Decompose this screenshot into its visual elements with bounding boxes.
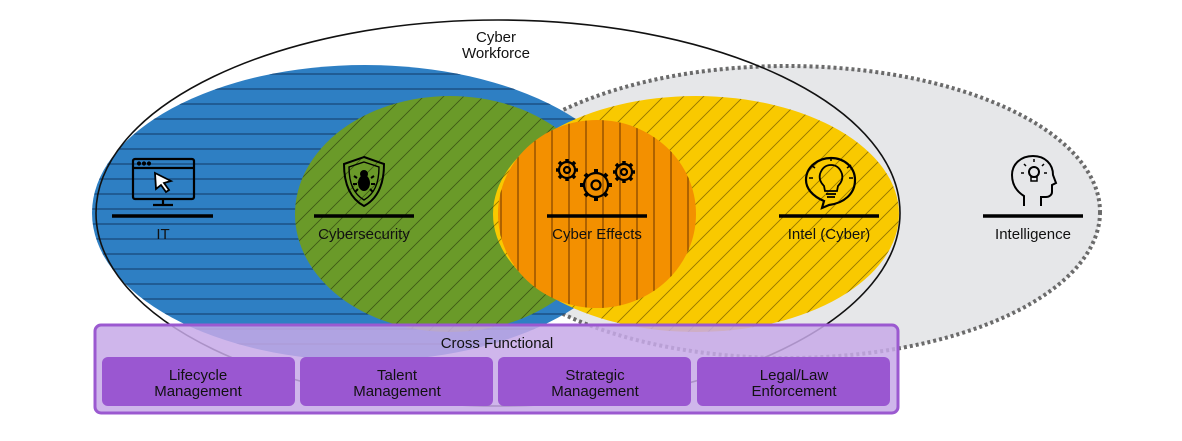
box-line2: Management [551,383,639,400]
cyber-effects-label: Cyber Effects [552,226,642,243]
shield-bug-icon [342,155,386,208]
cross-functional-panel: Cross Functional Lifecycle Management Ta… [93,323,900,415]
box-line1: Lifecycle [169,367,227,384]
cross-functional-title: Cross Functional [441,335,554,352]
computer-window-cursor-icon [131,157,196,207]
intelligence-label: Intelligence [995,226,1071,243]
box-line1: Legal/Law [760,367,829,384]
gears-icon [556,159,635,201]
box-line2: Management [353,383,441,400]
cross-functional-box: Legal/Law Enforcement [697,357,890,406]
box-line2: Management [154,383,242,400]
cross-functional-box: Strategic Management [498,357,691,406]
lightbulb-icon [804,156,857,210]
workforce-title-line1: Cyber [476,29,516,46]
cross-functional-box: Talent Management [300,357,493,406]
cross-functional-box: Lifecycle Management [102,357,295,406]
box-line2: Enforcement [751,383,837,400]
box-line1: Strategic [565,367,625,384]
it-label: IT [156,226,169,243]
head-lightbulb-icon [1010,154,1058,206]
cyber-effects-region [498,120,696,308]
box-line1: Talent [377,367,418,384]
intel-cyber-label: Intel (Cyber) [788,226,871,243]
workforce-title-line2: Workforce [462,45,530,62]
cybersecurity-label: Cybersecurity [318,226,410,243]
